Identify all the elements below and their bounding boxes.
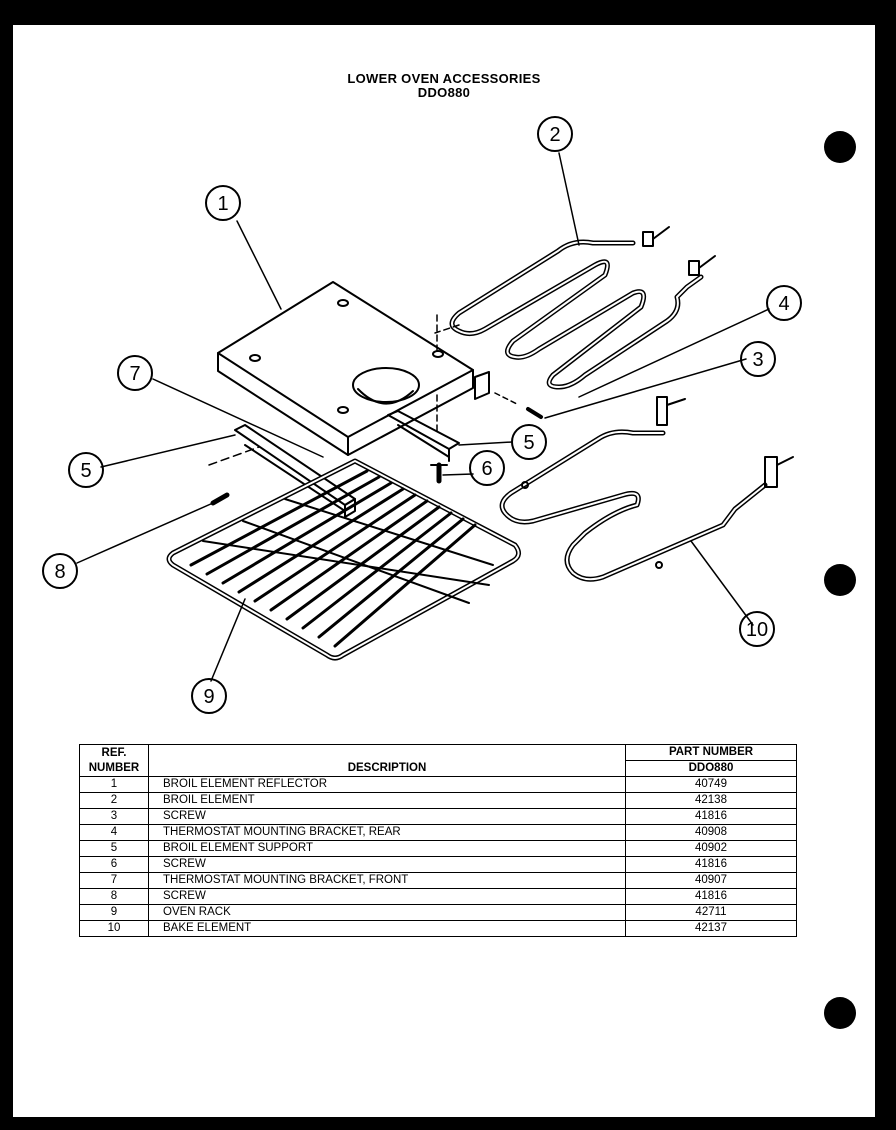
row-description: BAKE ELEMENT xyxy=(148,920,626,937)
row-description: OVEN RACK xyxy=(148,904,626,921)
row-part-number: 40749 xyxy=(625,776,797,793)
row-ref: 2 xyxy=(79,792,149,809)
callout-label: 1 xyxy=(217,193,228,215)
row-part-number: 42711 xyxy=(625,904,797,921)
callout-label: 2 xyxy=(549,124,560,146)
leader-lines xyxy=(76,152,770,682)
callout-label: 8 xyxy=(54,561,65,583)
row-description: SCREW xyxy=(148,888,626,905)
row-description: BROIL ELEMENT REFLECTOR xyxy=(148,776,626,793)
row-ref: 8 xyxy=(79,888,149,905)
callout-label: 5 xyxy=(80,460,91,482)
row-description: SCREW xyxy=(148,808,626,825)
row-ref: 1 xyxy=(79,776,149,793)
oven-rack-drawing xyxy=(166,458,521,661)
row-ref: 9 xyxy=(79,904,149,921)
screws-drawing xyxy=(208,446,448,506)
row-ref: 5 xyxy=(79,840,149,857)
row-description: THERMOSTAT MOUNTING BRACKET, FRONT xyxy=(148,872,626,889)
col-ref-header: REF. NUMBER xyxy=(79,744,149,777)
broil-element-drawing xyxy=(434,226,716,390)
row-description: BROIL ELEMENT SUPPORT xyxy=(148,840,626,857)
reflector-drawing xyxy=(217,281,474,456)
row-part-number: 40908 xyxy=(625,824,797,841)
callout-label: 5 xyxy=(523,432,534,454)
row-ref: 10 xyxy=(79,920,149,937)
parts-table: REF. NUMBER DESCRIPTION PART NUMBER DDO8… xyxy=(79,744,797,937)
row-part-number: 40907 xyxy=(625,872,797,889)
row-part-number: 40902 xyxy=(625,840,797,857)
row-description: BROIL ELEMENT xyxy=(148,792,626,809)
callout-label: 9 xyxy=(203,686,214,708)
col-description-header: DESCRIPTION xyxy=(148,744,626,777)
row-ref: 4 xyxy=(79,824,149,841)
row-part-number: 41816 xyxy=(625,808,797,825)
title-line-2: DDO880 xyxy=(417,85,471,100)
row-part-number: 41816 xyxy=(625,856,797,873)
page-title: LOWER OVEN ACCESSORIES DDO880 xyxy=(13,72,875,100)
parts-sheet: LOWER OVEN ACCESSORIES DDO880 xyxy=(13,25,875,1117)
row-part-number: 42137 xyxy=(625,920,797,937)
row-description: SCREW xyxy=(148,856,626,873)
row-part-number: 42138 xyxy=(625,792,797,809)
callout-label: 3 xyxy=(752,349,763,371)
row-ref: 6 xyxy=(79,856,149,873)
title-line-1: LOWER OVEN ACCESSORIES xyxy=(347,71,541,86)
rear-bracket-drawing xyxy=(474,371,543,419)
callout-circles xyxy=(42,116,802,714)
callout-label: 4 xyxy=(778,293,789,315)
row-ref: 7 xyxy=(79,872,149,889)
support-drawing xyxy=(234,410,460,518)
bake-element-drawing xyxy=(499,396,794,582)
col-model-header: DDO880 xyxy=(625,760,797,777)
punch-hole xyxy=(824,564,856,596)
punch-hole xyxy=(824,131,856,163)
callout-label: 6 xyxy=(481,458,492,480)
col-part-header: PART NUMBER xyxy=(625,744,797,761)
row-description: THERMOSTAT MOUNTING BRACKET, REAR xyxy=(148,824,626,841)
exploded-diagram: 1 2 3 4 5 5 6 7 8 9 10 xyxy=(42,116,802,714)
row-part-number: 41816 xyxy=(625,888,797,905)
callout-label: 7 xyxy=(129,363,140,385)
callout-label: 10 xyxy=(746,619,768,641)
punch-hole xyxy=(824,997,856,1029)
row-ref: 3 xyxy=(79,808,149,825)
